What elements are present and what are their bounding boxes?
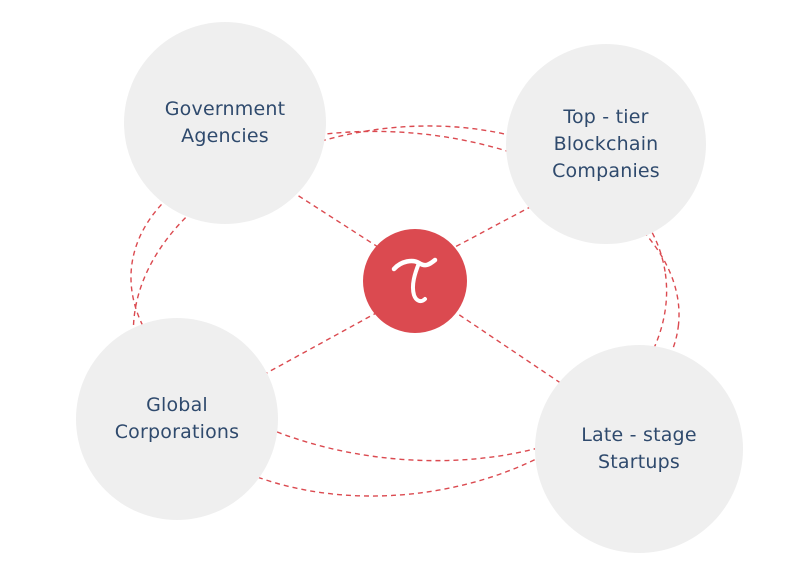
label-line: Corporations: [114, 421, 240, 443]
label-line: Late - stage: [581, 424, 697, 446]
label-line: Top - tier: [563, 105, 649, 128]
node-government-agencies: Government Agencies: [124, 22, 326, 224]
node-label: Late - stage Startups: [581, 422, 696, 476]
label-line: Government: [164, 98, 286, 120]
label-line: Agencies: [181, 125, 269, 147]
orbit-ellipse-a: [130, 130, 680, 462]
label-line: Global: [146, 394, 208, 416]
node-blockchain-companies: Top - tier Blockchain Companies: [506, 44, 706, 244]
spoke-blockchain: [454, 205, 533, 248]
spoke-startups: [454, 311, 569, 389]
spoke-corporations: [262, 311, 379, 376]
node-label: Top - tier Blockchain Companies: [552, 104, 660, 185]
node-label: Global Corporations: [115, 392, 240, 446]
node-late-stage-startups: Late - stage Startups: [535, 345, 743, 553]
node-label: Government Agencies: [165, 96, 286, 150]
hub-circle: [363, 229, 467, 333]
label-line: Blockchain: [553, 132, 659, 155]
brand-logo-icon: [391, 257, 438, 304]
label-line: Startups: [597, 451, 680, 473]
label-line: Companies: [552, 159, 660, 182]
node-global-corporations: Global Corporations: [76, 318, 278, 520]
